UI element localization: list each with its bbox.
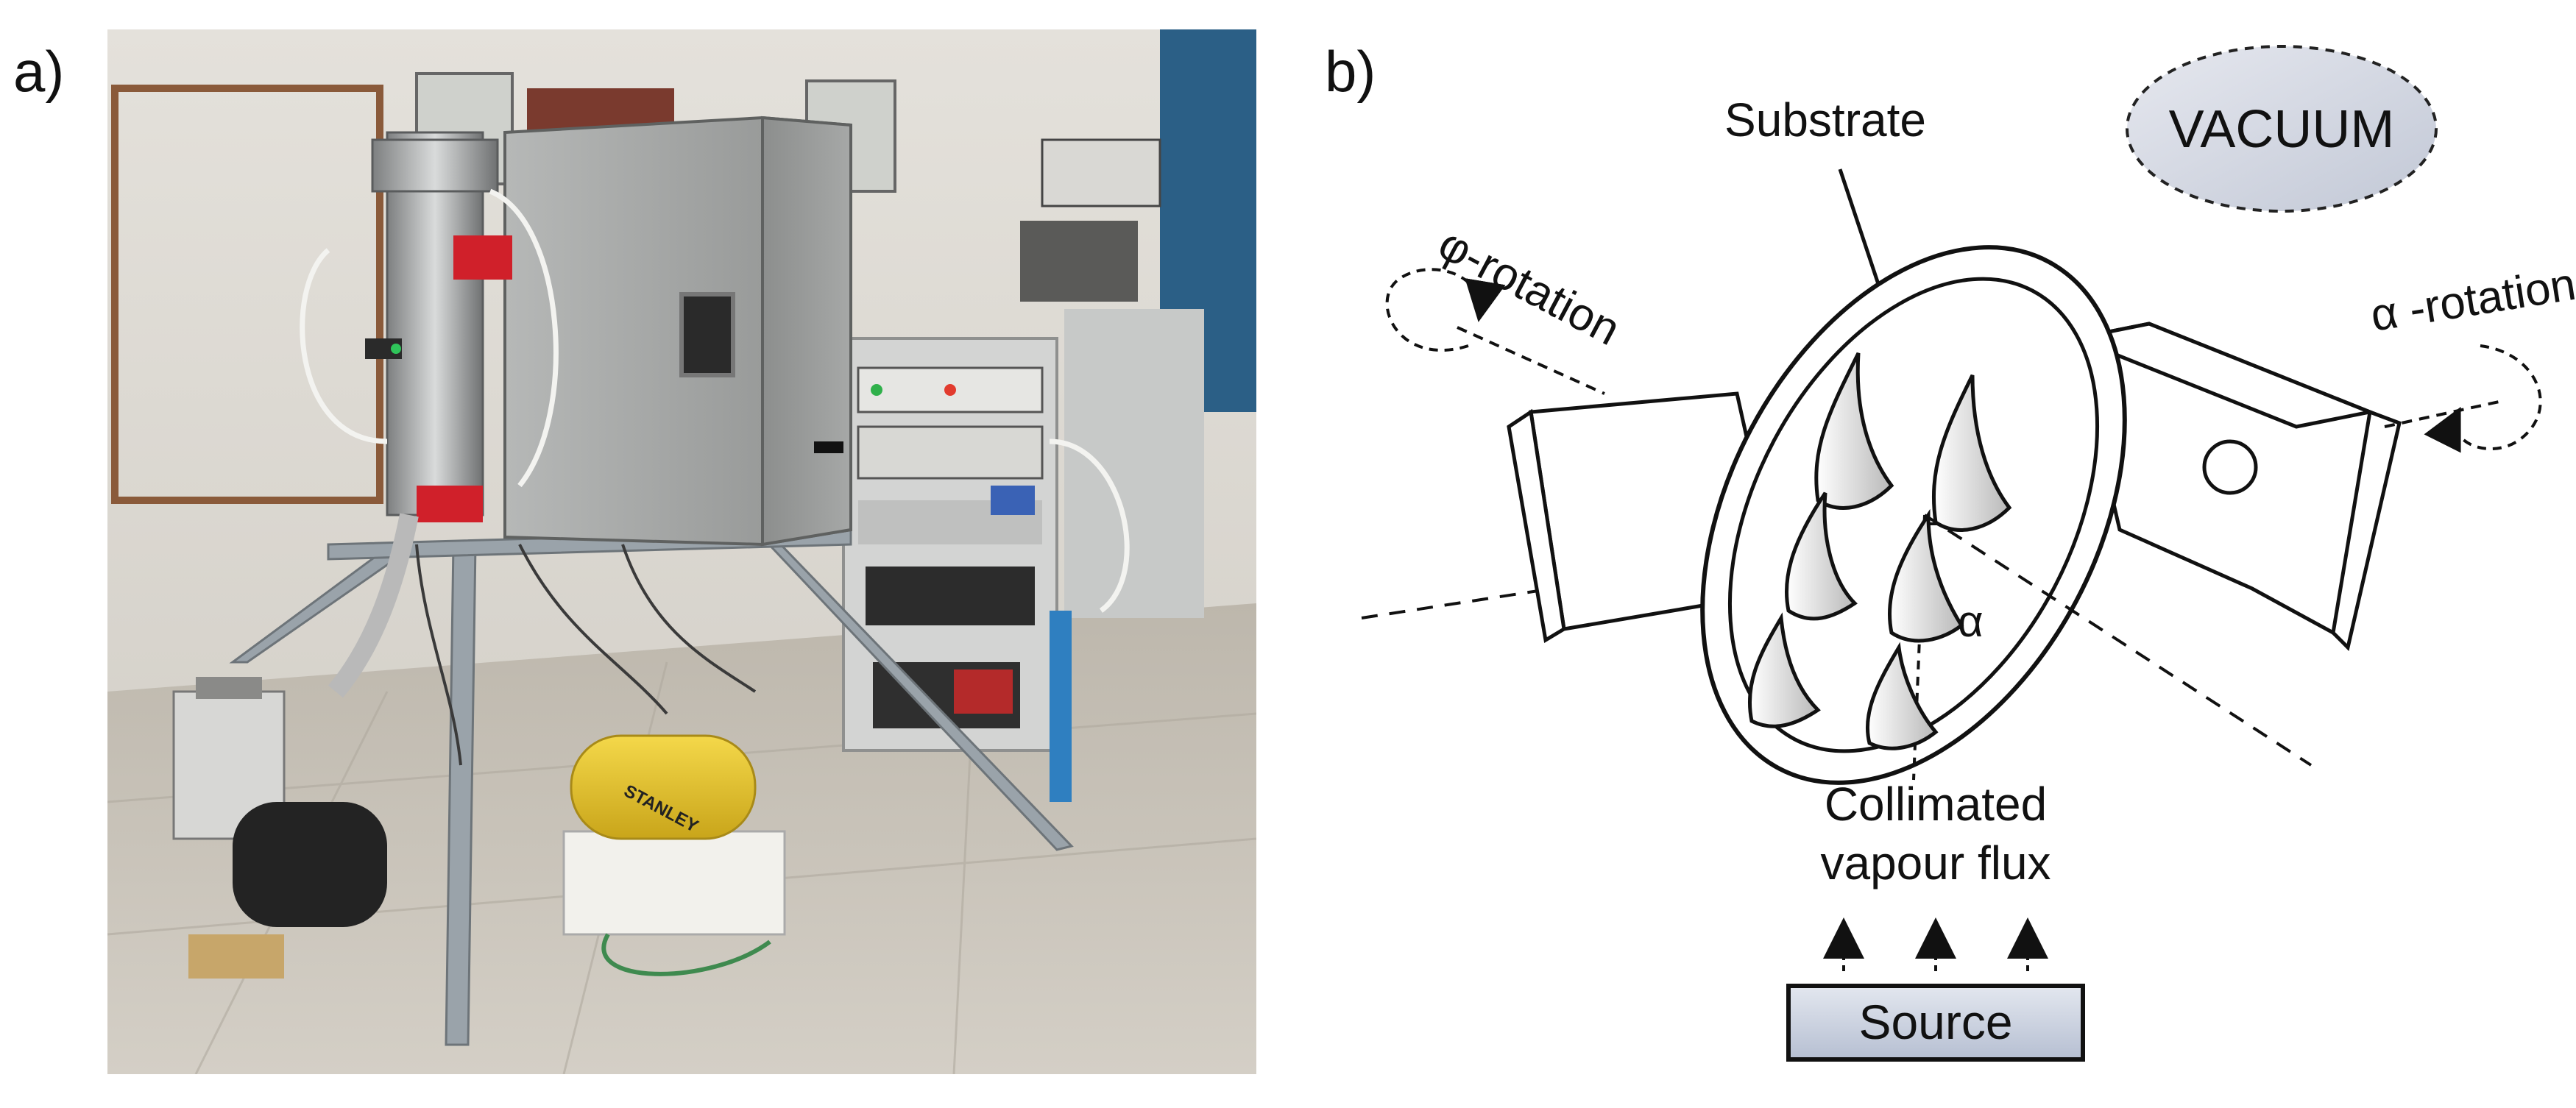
wall-board <box>111 85 383 504</box>
panel-label-a: a) <box>13 39 65 104</box>
phi-axis-line <box>1457 326 1605 395</box>
source-box <box>1786 984 2085 1062</box>
red-valve <box>453 235 512 280</box>
rotary-pump-top <box>196 677 262 699</box>
axle-hole <box>2202 439 2258 495</box>
substrate-label: Substrate <box>1724 93 1926 146</box>
column-3 <box>1785 491 1858 621</box>
rack-blue-item <box>991 486 1035 515</box>
turbo-pump-column <box>386 131 484 516</box>
apparatus-photo: STANLEY <box>107 29 1256 1074</box>
vacuum-chamber-side <box>761 116 852 547</box>
substrate-holder-ring <box>1700 245 2127 785</box>
rack-power-supply <box>866 567 1035 625</box>
red-indicator <box>944 384 956 396</box>
alpha-rotation-arrow <box>2424 344 2542 453</box>
alpha-rotation-label: α -rotation <box>2367 259 2576 341</box>
flux-label-line-1: Collimated <box>1825 778 2047 831</box>
right-holder-arm <box>2069 322 2402 651</box>
background-cabinet <box>1064 309 1204 618</box>
bellows-hose <box>328 513 419 698</box>
column-5 <box>1747 612 1821 728</box>
vacuum-label: VACUUM <box>2169 100 2395 159</box>
column-4 <box>1888 508 1964 643</box>
rotary-pump-motor <box>233 802 387 927</box>
green-indicator <box>871 384 882 396</box>
pump-pallet <box>188 934 284 979</box>
chamber-viewport <box>679 292 735 377</box>
rack-red-display <box>954 670 1013 714</box>
top-instrument-dark <box>1020 221 1138 302</box>
gas-cylinder <box>1050 611 1072 802</box>
substrate-normal-line <box>1923 514 2313 767</box>
turbo-pump-flange <box>371 138 499 193</box>
dark-cables <box>415 544 757 766</box>
phi-rotation-arrow <box>1385 268 1506 352</box>
source-label: Source <box>1858 995 2012 1049</box>
alpha-axis-line <box>2384 399 2503 428</box>
phi-rotation-label: φ-rotation <box>1430 218 1628 355</box>
rack-controller-2 <box>857 425 1044 480</box>
columnar-film <box>1747 352 2012 750</box>
chamber-latch <box>814 441 843 453</box>
top-instrument <box>1041 138 1161 207</box>
compressor-tank <box>570 734 757 840</box>
gauge-led <box>391 344 401 354</box>
column-2 <box>1932 374 2012 532</box>
flux-label-line-2: vapour flux <box>1820 837 2050 889</box>
panel-label-b: b) <box>1325 39 1376 104</box>
cables <box>300 188 1130 613</box>
flux-arrows <box>1823 917 2048 971</box>
compressor-base <box>562 830 786 936</box>
alpha-angle-label: α <box>1958 597 1984 646</box>
green-hose <box>601 933 771 976</box>
deposition-diagram: VACUUM Substrate α φ-rotation α -rotatio… <box>1361 45 2576 1062</box>
red-valve-lower <box>417 486 483 522</box>
column-6 <box>1865 642 1939 750</box>
vacuum-ellipse <box>2126 45 2438 213</box>
flux-direction-line <box>1912 514 1926 781</box>
column-1 <box>1814 352 1894 510</box>
